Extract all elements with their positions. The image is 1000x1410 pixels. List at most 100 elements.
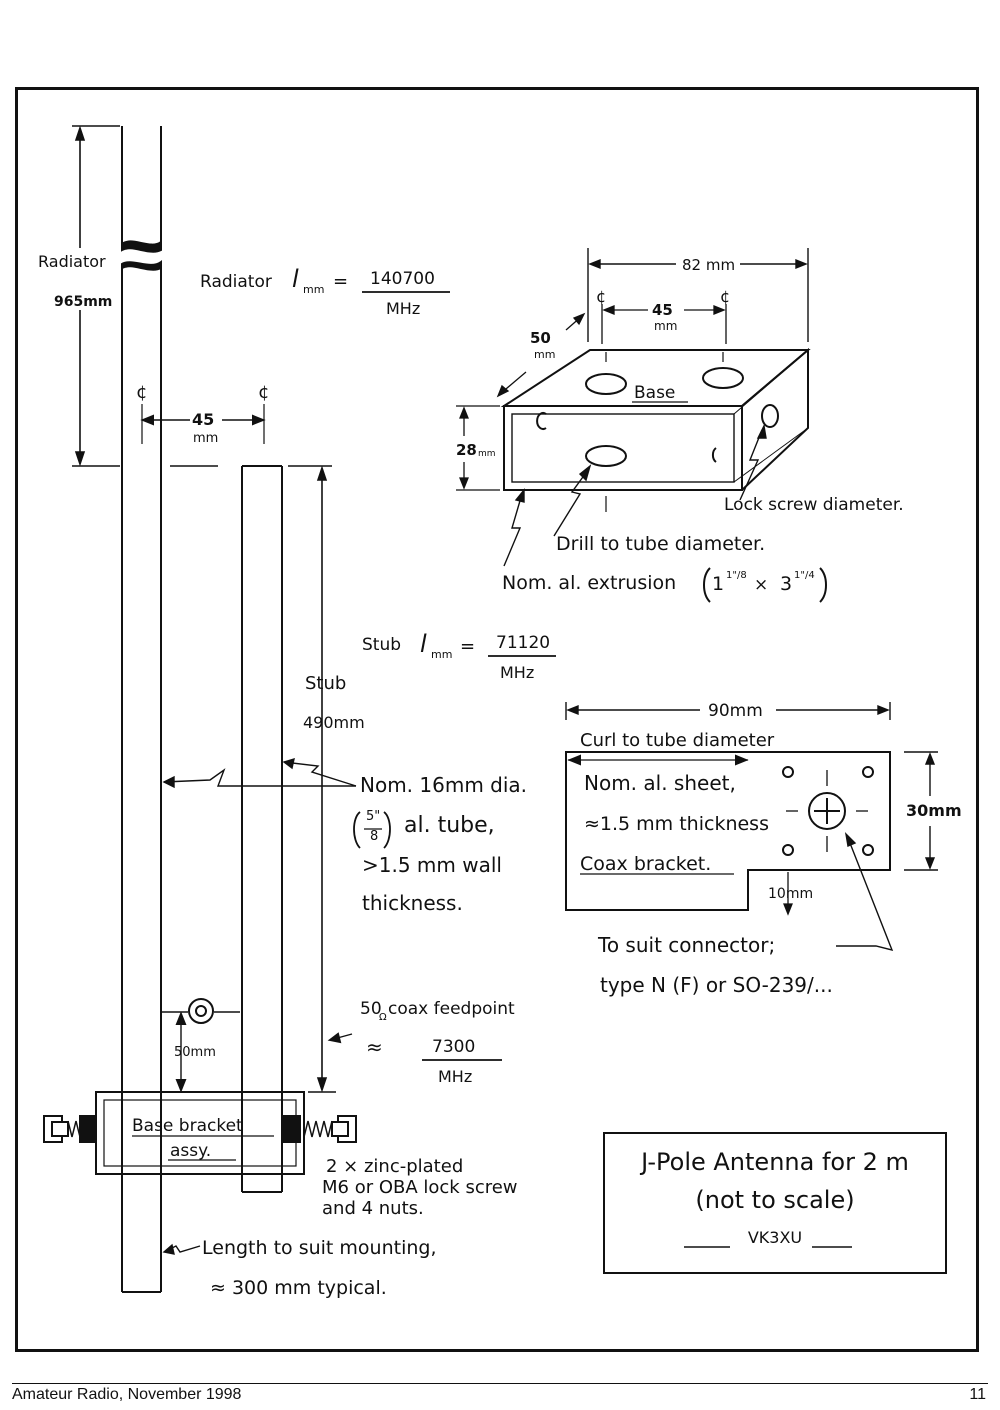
svg-text:140700: 140700	[370, 269, 435, 289]
svg-text:2 × zinc-plated: 2 × zinc-plated	[326, 1156, 463, 1177]
svg-text:5": 5"	[366, 809, 380, 824]
curl-label: Curl to tube diameter	[580, 730, 775, 751]
footer-publication: Amateur Radio, November 1998	[12, 1386, 242, 1403]
svg-text:>1.5 mm wall: >1.5 mm wall	[362, 853, 502, 877]
drill-label: Drill to tube diameter.	[556, 533, 765, 555]
svg-text:¢: ¢	[720, 287, 730, 306]
radiator-formula: Radiator l mm = 140700 MHz	[200, 265, 435, 318]
base-spacing-unit: mm	[654, 319, 677, 333]
title-author: VK3XU	[747, 1228, 803, 1247]
tube-note-leaders	[162, 757, 357, 789]
base-label: Base	[634, 383, 675, 403]
feedpoint	[162, 998, 240, 1093]
base-bracket-label-2: assy.	[170, 1141, 211, 1161]
svg-text:7300: 7300	[432, 1037, 475, 1057]
svg-text:71120: 71120	[496, 633, 550, 653]
frac-paren-right	[383, 811, 391, 849]
connector-leader	[836, 831, 894, 952]
svg-text:MHz: MHz	[386, 299, 420, 318]
svg-text:45: 45	[192, 410, 214, 429]
svg-text:mm: mm	[303, 283, 324, 296]
svg-text:Nom. 16mm dia.: Nom. 16mm dia.	[360, 773, 527, 797]
base-height-unit: mm	[478, 449, 496, 459]
svg-text:1"/4: 1"/4	[794, 570, 815, 581]
frac-paren-left	[353, 811, 361, 849]
base-depth-dimension	[496, 312, 586, 398]
svg-text:mm: mm	[193, 431, 218, 446]
svg-text:1"/8: 1"/8	[726, 570, 747, 581]
stub-tube	[241, 465, 283, 1193]
svg-text:Ω: Ω	[379, 1012, 387, 1023]
svg-text:l: l	[292, 265, 299, 293]
base-width: 82 mm	[682, 256, 735, 274]
svg-text:and 4 nuts.: and 4 nuts.	[322, 1198, 424, 1219]
svg-text:≈1.5 mm thickness: ≈1.5 mm thickness	[584, 813, 769, 835]
svg-text:Nom. al. sheet,: Nom. al. sheet,	[584, 771, 736, 795]
svg-text:mm: mm	[431, 648, 452, 661]
radiator-label: Radiator	[38, 252, 106, 271]
svg-text:MHz: MHz	[438, 1067, 472, 1086]
svg-text:=: =	[333, 271, 348, 292]
title-line-2: (not to scale)	[695, 1186, 855, 1214]
coax-notch: 10mm	[768, 886, 813, 902]
stub-length-dimension	[288, 465, 336, 1093]
radiator-tube	[121, 126, 162, 1293]
svg-text:¢: ¢	[258, 382, 269, 403]
lock-screw-note: 2 × zinc-plated M6 or OBA lock screw and…	[322, 1156, 518, 1219]
coax-bracket	[565, 751, 891, 911]
stub-formula: Stub l mm = 71120 MHz	[362, 630, 550, 682]
svg-text:Radiator: Radiator	[200, 272, 272, 292]
tube-spacing-dimension: ¢ ¢ 45 mm	[136, 382, 269, 446]
base-spacing-value: 45	[652, 301, 673, 319]
svg-text:×: ×	[754, 575, 768, 595]
base-height-dimension	[456, 405, 500, 491]
svg-text:coax feedpoint: coax feedpoint	[388, 999, 515, 1019]
svg-text:8: 8	[370, 829, 378, 844]
svg-text:thickness.: thickness.	[362, 891, 463, 915]
extrusion-note: Nom. al. extrusion 1 1"/8 × 3 1"/4	[502, 570, 815, 595]
svg-text:¢: ¢	[136, 382, 147, 403]
title-block: J-Pole Antenna for 2 m (not to scale) VK…	[603, 1132, 947, 1274]
svg-text:l: l	[420, 630, 427, 658]
svg-text:al. tube,: al. tube,	[404, 813, 495, 838]
base-leaders	[503, 423, 767, 567]
base-width-dimension	[587, 248, 809, 342]
coax-bracket-text: Nom. al. sheet, ≈1.5 mm thickness Coax b…	[580, 771, 769, 875]
footer-page-number: 11	[969, 1386, 986, 1403]
svg-text:Nom. al. extrusion: Nom. al. extrusion	[502, 572, 676, 594]
svg-text:Length to suit mounting,: Length to suit mounting,	[202, 1237, 437, 1259]
svg-text:Stub: Stub	[362, 635, 401, 655]
coax-width-dimension	[565, 702, 891, 720]
coax-width: 90mm	[708, 701, 763, 721]
tube-note: Nom. 16mm dia. 5" 8 al. tube, >1.5 mm wa…	[360, 773, 527, 915]
mount-note-leader	[162, 1243, 201, 1255]
base-spacing-dimension	[601, 304, 727, 344]
mount-note: Length to suit mounting, ≈ 300 mm typica…	[202, 1237, 437, 1299]
stub-length: 490mm	[303, 713, 365, 732]
svg-text:≈: ≈	[366, 1035, 383, 1059]
svg-text:≈ 300 mm typical.: ≈ 300 mm typical.	[210, 1277, 387, 1299]
radiator-length-dimension	[72, 125, 120, 467]
base-height-value: 28	[456, 441, 477, 459]
base-extrusion	[500, 347, 811, 512]
svg-text:=: =	[460, 636, 475, 657]
svg-text:¢: ¢	[596, 287, 606, 306]
svg-text:Coax bracket.: Coax bracket.	[580, 853, 711, 875]
drawing-frame	[15, 87, 979, 1352]
stub-label: Stub	[305, 673, 346, 694]
base-depth-value: 50	[530, 329, 551, 347]
title-line-1: J-Pole Antenna for 2 m	[641, 1148, 909, 1176]
svg-text:type N (F) or SO-239/...: type N (F) or SO-239/...	[600, 973, 833, 997]
svg-text:To suit connector;: To suit connector;	[597, 933, 775, 957]
connector-note: To suit connector; type N (F) or SO-239/…	[597, 933, 833, 997]
svg-text:1: 1	[712, 573, 724, 595]
feedpoint-offset: 50mm	[174, 1045, 216, 1060]
coax-notch-dimension	[783, 872, 793, 916]
base-bracket-assembly	[43, 1091, 357, 1175]
coax-height: 30mm	[906, 801, 962, 820]
svg-text:3: 3	[780, 573, 792, 595]
svg-text:50: 50	[360, 999, 382, 1019]
svg-text:M6 or OBA lock screw: M6 or OBA lock screw	[322, 1177, 518, 1198]
radiator-length: 965mm	[54, 294, 112, 310]
